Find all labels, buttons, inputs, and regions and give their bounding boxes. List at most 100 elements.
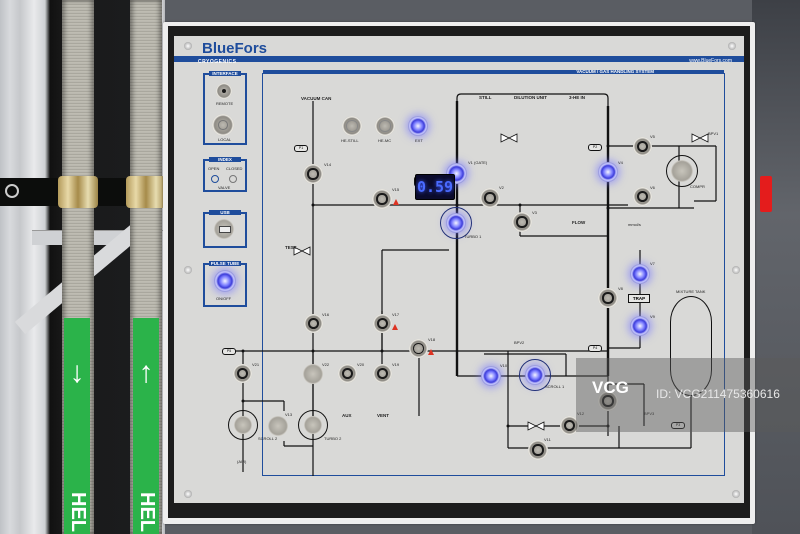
turbo-pump-1[interactable] [440, 207, 472, 239]
bpv2-label: BPV2 [514, 340, 525, 345]
usb-icon [219, 226, 231, 233]
valve-v20[interactable] [338, 364, 357, 383]
valve-v9-label: V9 [650, 314, 655, 319]
screw-icon [184, 266, 192, 274]
valve-v7[interactable] [630, 264, 650, 284]
valve-v22[interactable] [303, 364, 323, 384]
closed-label: CLOSED [226, 166, 243, 171]
index-section: INDEX [203, 157, 247, 192]
aux-label: AUX [342, 413, 352, 418]
compressor[interactable] [666, 155, 698, 187]
valve-v2[interactable] [480, 188, 500, 208]
he-still-button[interactable] [342, 116, 362, 136]
bpv1-label: BPV1 [708, 131, 719, 136]
hose-tag-text: HEL [67, 492, 89, 532]
valve-v4[interactable] [598, 162, 618, 182]
valve-v22-label: V22 [322, 362, 330, 367]
brand-logo: BlueFors [202, 40, 268, 57]
scroll-2-label: SCROLL 2 [258, 436, 278, 441]
turbo-1-label: TURBO 1 [464, 234, 482, 239]
warning-icon [393, 199, 399, 205]
valve-v14[interactable] [303, 164, 323, 184]
valve-v12-label: V12 [577, 411, 585, 416]
bolt-icon [5, 184, 19, 198]
valve-v23[interactable] [598, 391, 618, 411]
usb-port[interactable] [214, 219, 234, 239]
section-title: INDEX [209, 157, 241, 162]
valve-v12[interactable] [560, 416, 579, 435]
turbo-pump-2[interactable] [298, 410, 328, 440]
valve-v10[interactable] [481, 366, 501, 386]
ext-label: EXT [415, 138, 423, 143]
pressure-gauge-p3: P3 [671, 422, 685, 429]
watermark-band [576, 358, 800, 432]
test-label: TEST [285, 245, 297, 250]
local-connector[interactable] [212, 114, 234, 136]
warning-icon [428, 349, 434, 355]
flow-unit-label: mmol/s [628, 222, 641, 227]
brand-website: www.BlueFors.com [689, 58, 732, 64]
scroll-pump-1[interactable] [519, 359, 551, 391]
turbo-1-button[interactable] [446, 213, 466, 233]
valve-v6[interactable] [633, 187, 652, 206]
valve-v3[interactable] [512, 212, 532, 232]
valve-v1-label: V1 (GATE) [468, 160, 488, 165]
hose-clamp [126, 176, 166, 208]
brand-subtitle: CRYOGENICS [198, 59, 237, 65]
arrow-down-icon: ↓ [69, 356, 85, 389]
valve-v8[interactable] [598, 288, 618, 308]
trap-label: TRAP [628, 294, 650, 303]
turbo-2-button[interactable] [304, 416, 322, 434]
valve-label: VALVE [218, 185, 231, 190]
watermark-id: ID: VCG211475360616 [656, 387, 780, 401]
valve-v21[interactable] [233, 364, 252, 383]
ext-button[interactable] [408, 116, 428, 136]
watermark-logo: VCG [592, 378, 629, 397]
valve-v10-label: V10 [500, 363, 508, 368]
pulse-tube-button[interactable] [214, 270, 236, 292]
section-title: INTERFACE [209, 71, 241, 76]
valve-v7-label: V7 [650, 261, 655, 266]
scroll-1-button[interactable] [525, 365, 545, 385]
valve-v16-label: V16 [322, 312, 330, 317]
valve-v13[interactable] [268, 416, 288, 436]
hose-tag: ↑ HEL [133, 318, 159, 534]
remote-connector[interactable] [216, 83, 232, 99]
pressure-gauge-p4: P4 [588, 345, 602, 352]
valve-v17-label: V17 [392, 312, 400, 317]
valve-v16[interactable] [304, 314, 323, 333]
hose-tag-text: HEL [136, 492, 158, 532]
valve-v11[interactable] [528, 440, 548, 460]
turbo-2-label: TURBO 2 [324, 436, 342, 441]
section-title: VACUUM / GAS HANDLING SYSTEM [263, 69, 724, 74]
air-label: (AIR) [237, 459, 247, 464]
valve-v9[interactable] [630, 316, 650, 336]
remote-label: REMOTE [216, 101, 234, 106]
piping-diagram [229, 93, 717, 476]
valve-v19[interactable] [373, 364, 392, 383]
valve-v18[interactable] [409, 339, 428, 358]
valve-v14-label: V14 [324, 162, 332, 167]
valve-v5[interactable] [633, 137, 652, 156]
flow-display: 0.59 [415, 174, 455, 200]
warning-icon [392, 324, 398, 330]
compressor-button[interactable] [671, 160, 693, 182]
closed-indicator [229, 175, 237, 183]
section-title: USB [209, 210, 241, 215]
vent-label: VENT [377, 413, 390, 418]
usb-section: USB [203, 210, 247, 248]
valve-v20-label: V20 [357, 362, 365, 367]
screw-icon [184, 42, 192, 50]
scroll-pump-2[interactable] [228, 410, 258, 440]
pressure-gauge-p1: P1 [294, 145, 308, 152]
arrow-up-icon: ↑ [138, 356, 154, 389]
he3-in-label: 3-HE IN [569, 95, 586, 100]
pressure-gauge-p5: P5 [222, 348, 236, 355]
valve-v17[interactable] [373, 314, 392, 333]
valve-v15[interactable] [372, 189, 392, 209]
scroll-2-button[interactable] [234, 416, 252, 434]
scroll-1-label: SCROLL 1 [545, 384, 565, 389]
valve-v13-label: V13 [285, 412, 293, 417]
he-mc-label: HE-MC [378, 138, 392, 143]
he-mc-button[interactable] [375, 116, 395, 136]
